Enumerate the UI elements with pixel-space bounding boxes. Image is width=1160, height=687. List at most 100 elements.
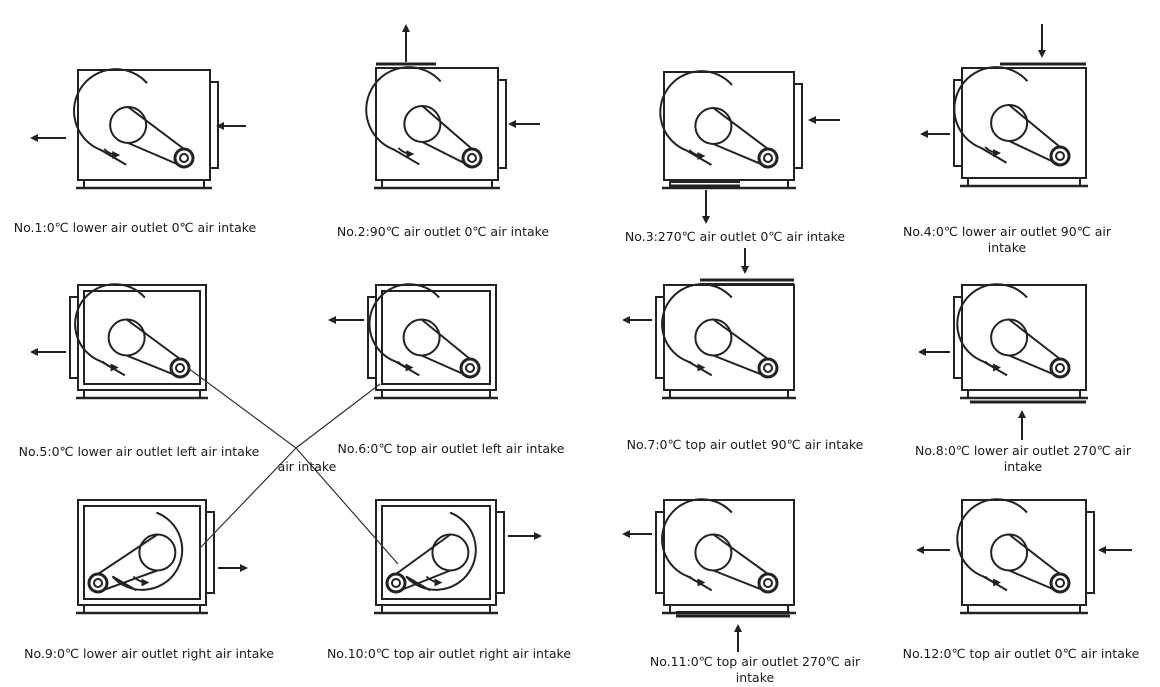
rotation-arrow	[688, 575, 706, 587]
scroll-casing	[659, 70, 733, 166]
drive-belt	[127, 142, 185, 168]
motor-pulley-core	[465, 363, 475, 373]
drive-belt	[126, 354, 181, 378]
side-flange	[655, 511, 665, 594]
scroll-casing	[74, 283, 146, 377]
drive-belt	[126, 318, 181, 360]
fan-unit-2	[365, 24, 540, 190]
side-flange	[205, 511, 215, 594]
drive-belt	[713, 569, 769, 593]
rotation-arrow	[984, 575, 1002, 587]
impeller-hub	[694, 318, 733, 357]
impeller-hub	[694, 533, 733, 572]
motor-pulley-core	[467, 153, 477, 163]
side-flange	[953, 79, 963, 167]
drive-belt	[395, 533, 451, 575]
scroll-casing	[661, 283, 733, 377]
caption-no12: No.12:0℃ top air outlet 0℃ air intake	[902, 646, 1140, 661]
motor-pulley-core	[1055, 363, 1065, 373]
drive-belt	[713, 143, 769, 168]
drive-belt	[421, 141, 473, 168]
rotation-arrow	[984, 360, 1002, 372]
fan-unit-6	[328, 283, 498, 400]
side-flange	[209, 81, 219, 169]
motor-pulley-core	[391, 578, 401, 588]
drive-belt	[1008, 533, 1061, 575]
inner-frame	[83, 505, 201, 600]
scroll-casing	[365, 66, 442, 166]
drive-belt	[712, 533, 769, 575]
rotation-arrow	[396, 360, 414, 372]
scroll-casing	[111, 511, 184, 592]
caption-no1: No.1:0℃ lower air outlet 0℃ air intake	[13, 220, 257, 235]
motor-pulley-core	[175, 363, 185, 373]
motor-pulley-core	[179, 153, 189, 163]
caption-no8: No.8:0℃ lower air outlet 270℃ air intake	[915, 443, 1131, 474]
rotation-arrow	[425, 575, 443, 587]
fan-unit-1	[30, 68, 246, 190]
fan-unit-11	[622, 498, 796, 652]
scroll-casing	[405, 511, 477, 592]
motor-pulley-core	[1055, 578, 1065, 588]
drive-belt	[1008, 140, 1061, 166]
rotation-arrow	[132, 575, 150, 587]
rotation-arrow	[102, 360, 119, 372]
side-flange	[1085, 511, 1095, 594]
caption-no6: No.6:0℃ top air outlet left air intake	[337, 441, 565, 456]
motor-pulley-core	[763, 153, 773, 163]
drive-belt	[1008, 318, 1061, 360]
drive-belt	[1008, 569, 1061, 593]
fan-unit-5	[30, 283, 208, 400]
impeller-hub	[694, 107, 733, 145]
side-flange	[367, 296, 377, 379]
scroll-casing	[73, 68, 148, 166]
drive-belt	[421, 354, 471, 378]
drive-belt	[97, 569, 158, 593]
scroll-casing	[953, 66, 1029, 164]
drive-belt	[1008, 354, 1061, 378]
fan-unit-9	[76, 499, 248, 615]
impeller-hub	[431, 533, 470, 572]
impeller-hub	[990, 533, 1029, 572]
air-intake-label: air intake	[277, 459, 337, 474]
scroll-casing	[661, 498, 733, 592]
air-intake-leader-lines	[187, 367, 399, 565]
drive-belt	[127, 106, 185, 150]
impeller-hub	[402, 318, 441, 357]
drive-belt	[713, 354, 769, 378]
caption-no4: No.4:0℃ lower air outlet 90℃ air intake	[903, 224, 1111, 255]
impeller-hub	[403, 105, 442, 143]
caption-no3: No.3:270℃ air outlet 0℃ air intake	[624, 229, 846, 244]
impeller-hub	[138, 533, 177, 572]
motor-pulley-core	[93, 578, 103, 588]
caption-no11: No.11:0℃ top air outlet 270℃ air intake	[649, 654, 861, 685]
caption-no2: No.2:90℃ air outlet 0℃ air intake	[336, 224, 550, 239]
motor-pulley-core	[763, 578, 773, 588]
fan-unit-3	[659, 70, 840, 224]
motor-pulley-core	[763, 363, 773, 373]
fan-unit-12	[916, 498, 1132, 615]
impeller-hub	[990, 104, 1029, 142]
impeller-hub	[990, 318, 1029, 357]
caption-no5: No.5:0℃ lower air outlet left air intake	[18, 444, 260, 459]
rotation-arrow	[103, 148, 121, 159]
drive-belt	[712, 318, 769, 360]
side-flange	[793, 83, 803, 169]
caption-no10: No.10:0℃ top air outlet right air intake	[326, 646, 572, 661]
rotation-arrow	[397, 147, 415, 158]
rotation-arrow	[984, 146, 1002, 157]
scroll-casing	[956, 498, 1028, 592]
impeller-hub	[107, 318, 146, 357]
scroll-casing	[956, 283, 1028, 377]
side-flange	[953, 296, 963, 379]
impeller-hub	[109, 106, 148, 144]
motor-pulley-core	[1055, 151, 1065, 161]
rotation-arrow	[688, 360, 706, 372]
caption-no7: No.7:0℃ top air outlet 90℃ air intake	[626, 437, 864, 452]
caption-no9: No.9:0℃ lower air outlet right air intak…	[24, 646, 274, 661]
scroll-casing	[368, 283, 440, 377]
inner-frame	[381, 290, 491, 385]
drive-belt	[712, 107, 769, 150]
side-flange	[497, 79, 507, 169]
